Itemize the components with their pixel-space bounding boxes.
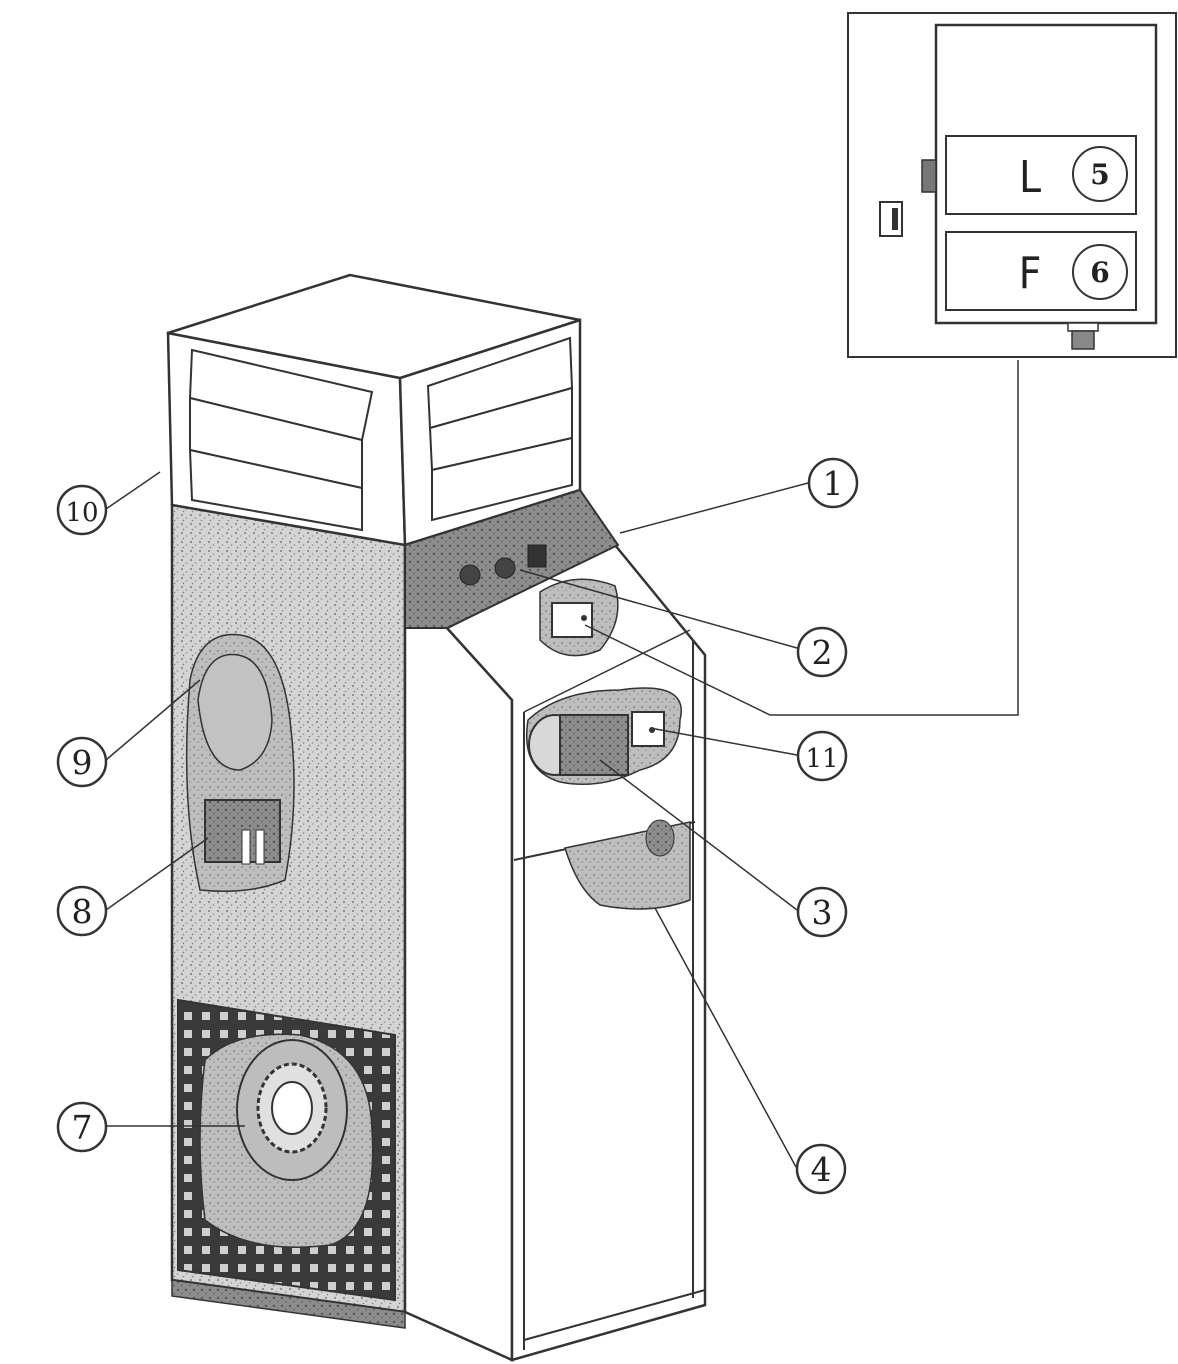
inset-number-top: 5 [1090, 158, 1109, 191]
burner-body [559, 714, 629, 776]
inset-number-circle-top [1072, 146, 1128, 202]
callout-9: 9 [56, 736, 108, 788]
inset-number-bottom: 6 [1090, 256, 1109, 289]
heater-unit [166, 273, 707, 1362]
inset-side-knob [921, 159, 937, 193]
inset-bottom-knob [1067, 322, 1099, 350]
callout-4: 4 [795, 1143, 847, 1195]
svg-text:3: 3 [812, 893, 833, 932]
svg-text:2: 2 [812, 633, 833, 672]
tank-cap [645, 819, 675, 857]
callout-1: 1 [807, 457, 859, 509]
svg-text:1: 1 [823, 464, 844, 503]
callout-2: 2 [796, 626, 848, 678]
louvers-left [188, 348, 374, 532]
base [171, 1279, 406, 1329]
callout-7: 7 [56, 1101, 108, 1153]
callout-10: 10 [56, 484, 108, 536]
svg-text:8: 8 [72, 892, 93, 931]
inset-letter-bottom: F [1019, 248, 1042, 299]
top-hood-roof [167, 273, 581, 380]
svg-text:7: 7 [72, 1108, 93, 1147]
fan-icon [236, 1039, 348, 1181]
control-strip [404, 488, 620, 629]
heat-exchanger [197, 653, 273, 771]
control-knob-1 [459, 564, 481, 586]
inset-switch-icon [879, 201, 903, 237]
svg-text:9: 9 [72, 743, 93, 782]
control-knob-3 [527, 544, 547, 568]
svg-text:4: 4 [811, 1150, 832, 1189]
inset-letter-top: L [1019, 152, 1041, 203]
leader-lines [105, 360, 1019, 1168]
callout-8: 8 [56, 885, 108, 937]
svg-text:10: 10 [65, 498, 98, 528]
control-knob-2 [494, 557, 516, 579]
inset-panel: L 5 F 6 [847, 12, 1177, 358]
inset-number-circle-bottom [1072, 244, 1128, 300]
callout-3: 3 [796, 886, 848, 938]
louvers-right [426, 336, 574, 522]
svg-text:11: 11 [805, 744, 838, 774]
callout-11: 11 [796, 730, 848, 782]
